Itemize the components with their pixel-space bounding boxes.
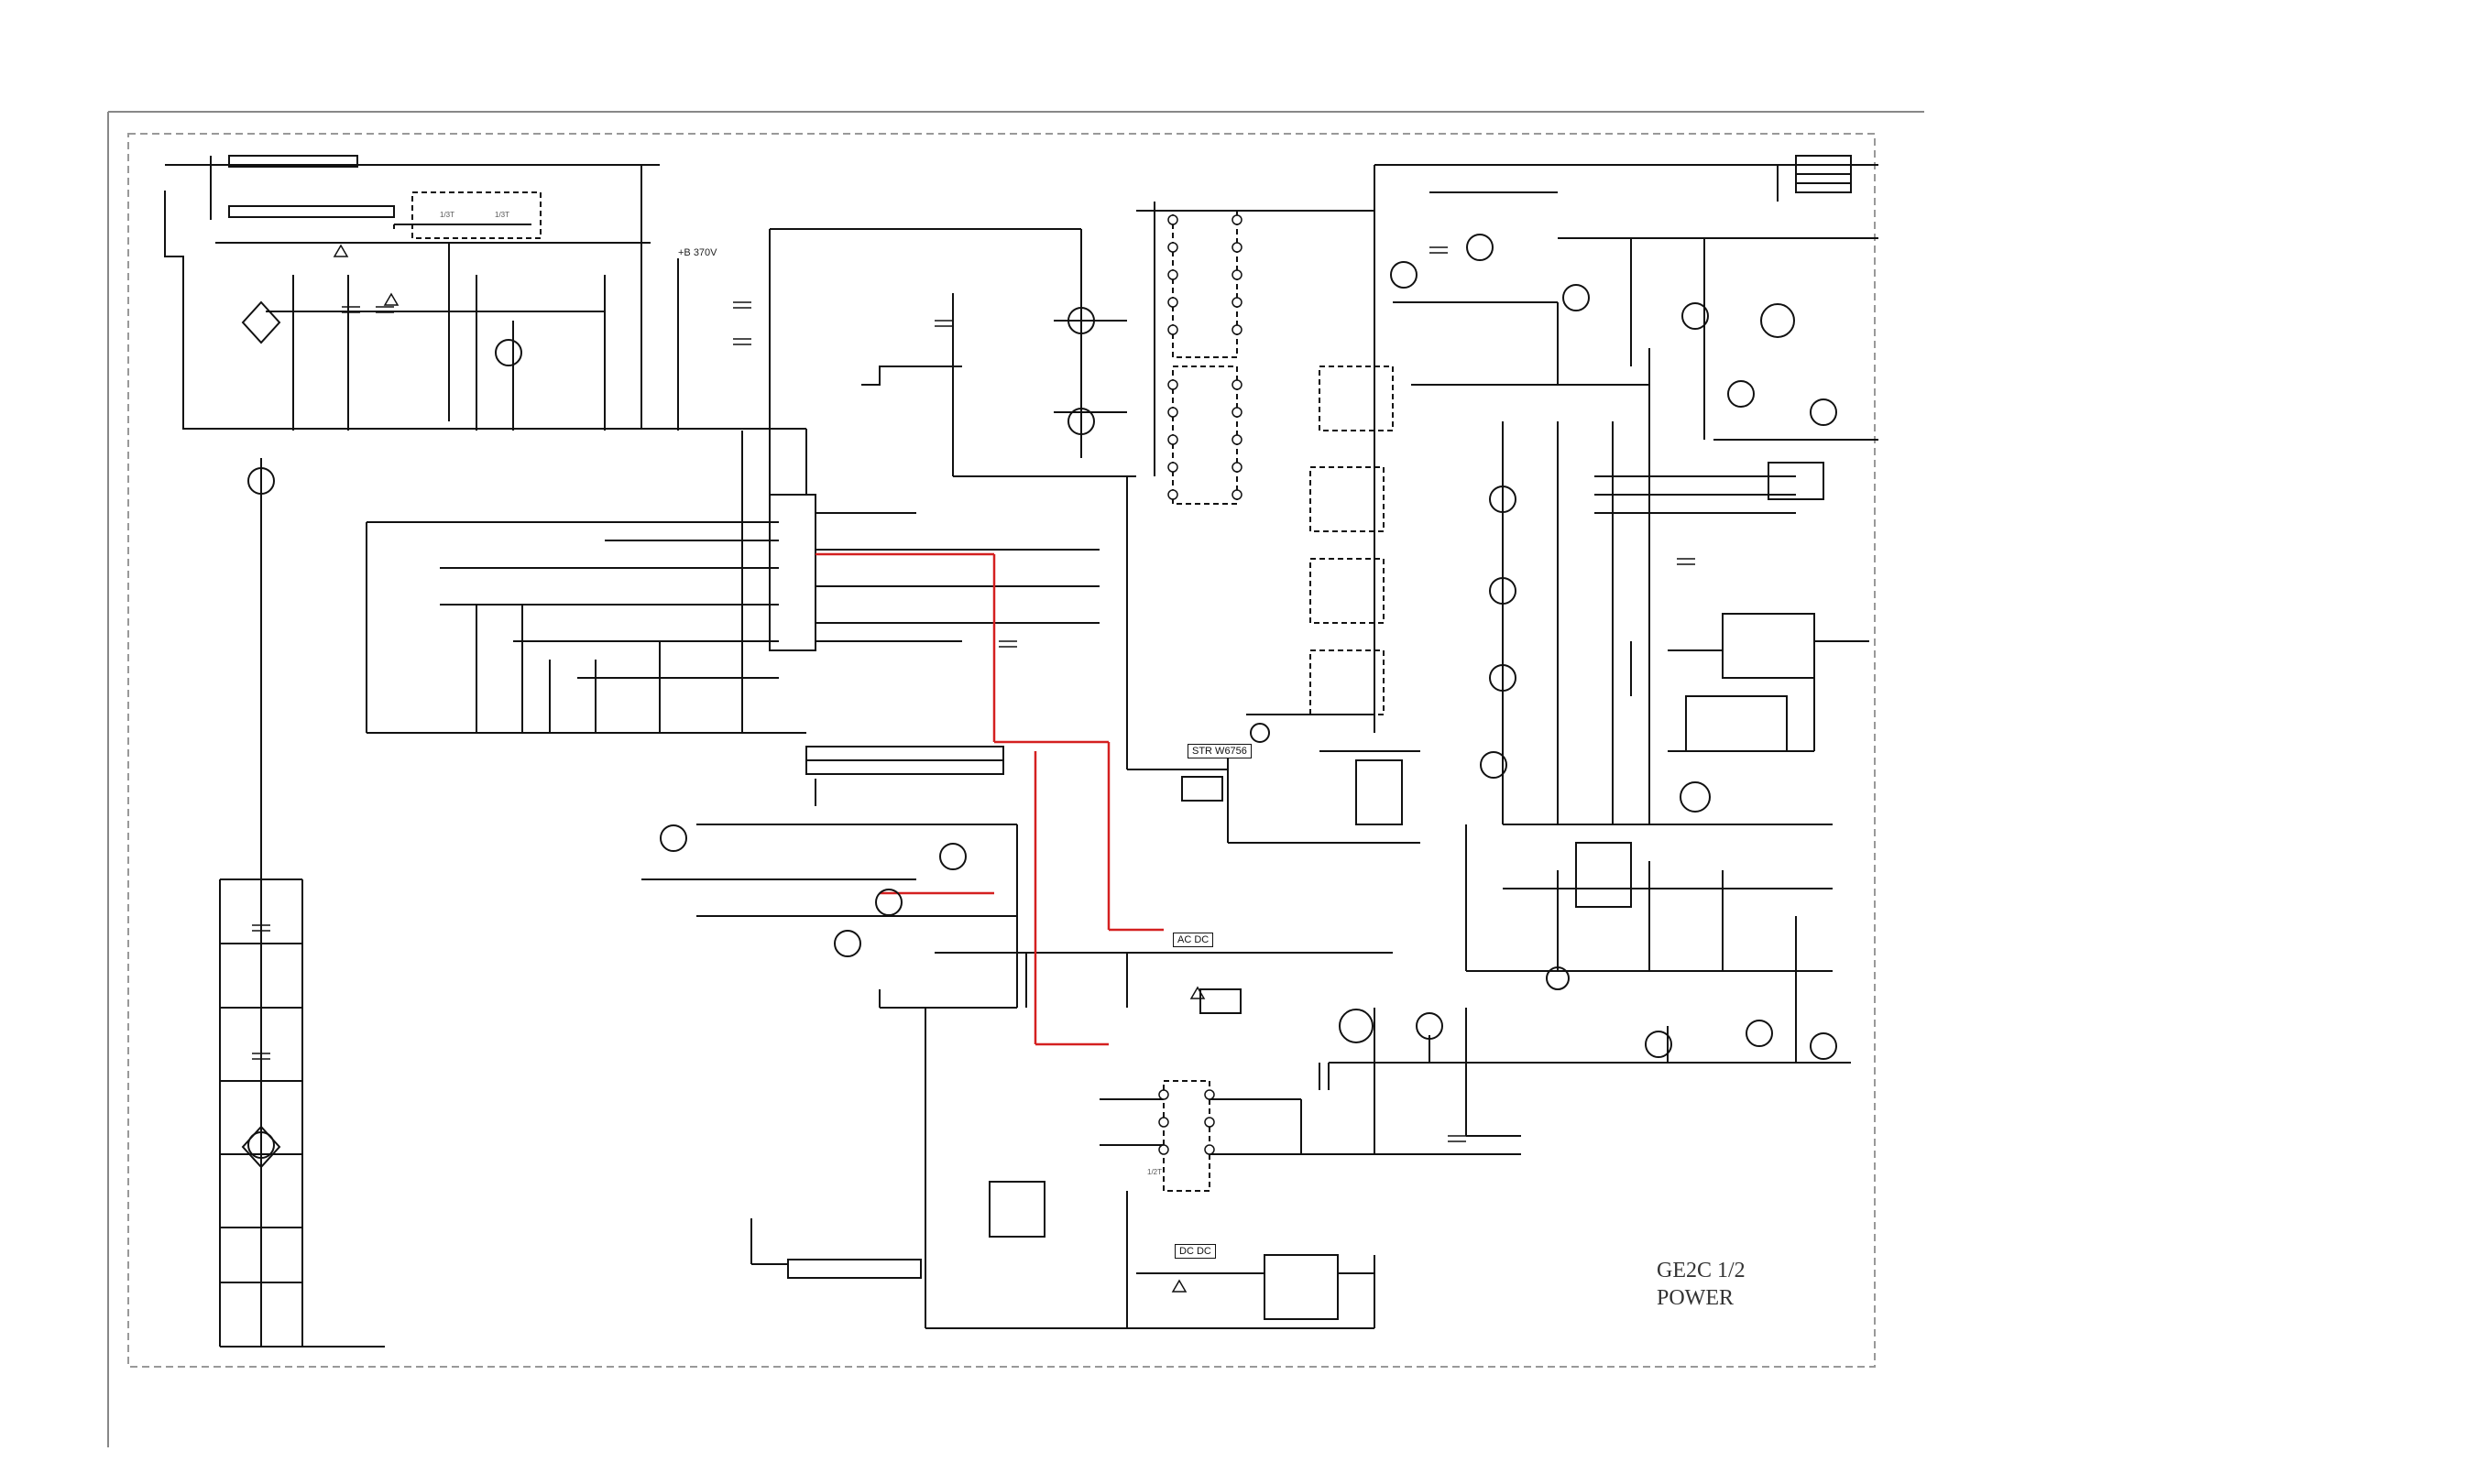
- transistor-icon: [1067, 408, 1095, 435]
- transistor-icon: [1681, 302, 1709, 330]
- transistor-icon: [1810, 1032, 1837, 1060]
- transistor-icon: [1489, 486, 1516, 513]
- transistor-icon: [1727, 380, 1755, 408]
- title-block: GE2C 1/2 POWER: [1657, 1257, 1746, 1312]
- ic-label-2: AC DC: [1173, 933, 1214, 947]
- transistor-icon: [1250, 723, 1270, 743]
- rectifier-box-4: [1309, 649, 1385, 715]
- warning-triangle-icon: [333, 244, 1206, 1293]
- winding-label-c: 1/2T: [1147, 1168, 1163, 1176]
- ic-controller: [769, 494, 816, 651]
- filter-choke: [411, 191, 542, 239]
- winding-label-a: 1/3T: [440, 211, 455, 219]
- sheet-title: POWER: [1657, 1286, 1734, 1310]
- input-table-1: [228, 155, 358, 168]
- transistor-icon: [1546, 966, 1570, 990]
- transistor-icon: [1810, 398, 1837, 426]
- transistor-icon: [1416, 1012, 1443, 1040]
- bridge-upper: [1722, 613, 1815, 679]
- winding-label-b: 1/3T: [495, 211, 510, 219]
- output-table-2: [1768, 462, 1824, 500]
- voltage-label: +B 370V: [676, 247, 719, 258]
- transistor-icon: [1680, 781, 1711, 813]
- ic-lower-right: [1575, 842, 1632, 908]
- transistor-icon: [834, 930, 861, 957]
- transistor-icon: [1562, 284, 1590, 311]
- transistor-icon: [1466, 234, 1494, 261]
- optocoupler-2: [1199, 988, 1242, 1014]
- transistor-icon: [1746, 1020, 1773, 1047]
- optocoupler-1: [1181, 776, 1223, 802]
- transistor-icon: [1067, 307, 1095, 334]
- transistor-icon: [1339, 1009, 1374, 1043]
- transformer-bottom: [1163, 1080, 1210, 1192]
- bridge-lower: [1685, 695, 1788, 752]
- passive-marks: [252, 246, 1695, 1142]
- ic-standby: [989, 1181, 1045, 1238]
- ic-label-1: STR W6756: [1188, 744, 1252, 758]
- transistor-icon: [660, 824, 687, 852]
- drawing-border: [127, 133, 1876, 1368]
- terminal-nodes: [1158, 214, 1242, 1155]
- input-table-2: [228, 205, 395, 218]
- bridge-rectifier-icon: [241, 300, 281, 1169]
- transformer-primary: [1172, 210, 1238, 358]
- text-box-bottom: [787, 1259, 922, 1279]
- transistor-icon: [1489, 664, 1516, 692]
- transistor-icon: [1480, 751, 1507, 779]
- transistor-icon: [247, 1131, 275, 1159]
- transistor-icon: [247, 467, 275, 495]
- sheet-number: GE2C 1/2: [1657, 1259, 1746, 1282]
- transistor-icon: [1489, 577, 1516, 605]
- circuit-lines: [164, 155, 1878, 1348]
- transistor-icon: [1390, 261, 1418, 289]
- transformer-secondary: [1172, 366, 1238, 505]
- rectifier-box-2: [1309, 466, 1385, 532]
- transistor-icon: [939, 843, 967, 870]
- ic-mid: [1355, 759, 1403, 825]
- ic-regulator: [1264, 1254, 1339, 1320]
- rectifier-box-1: [1319, 366, 1394, 431]
- transistor-icon: [1760, 303, 1795, 338]
- transistor-icon: [875, 889, 903, 916]
- highlighted-trace: [816, 552, 1164, 1046]
- rectifier-box-3: [1309, 558, 1385, 624]
- transistors: [247, 234, 1837, 1159]
- ic-label-3: DC DC: [1175, 1244, 1216, 1259]
- transistor-icon: [1645, 1031, 1672, 1058]
- transistor-icon: [495, 339, 522, 366]
